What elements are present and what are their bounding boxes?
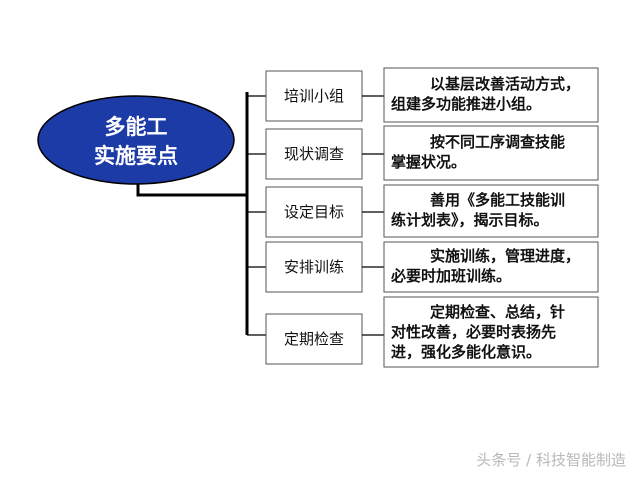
step-box	[265, 313, 363, 365]
step-培训小组: 培训小组 以基层改善活动方式， 组建多功能推进小组。	[247, 67, 599, 123]
step-label: 安排训练	[284, 258, 344, 276]
root-title-line1: 多能工	[105, 115, 168, 139]
desc-box	[383, 241, 599, 293]
desc-box	[383, 184, 599, 238]
desc-box	[383, 125, 599, 181]
desc-line: 实施训练，管理进度，	[430, 247, 580, 265]
watermark: 头条号 / 科技智能制造	[476, 451, 626, 469]
step-label: 培训小组	[284, 87, 344, 105]
root-title-line2: 实施要点	[94, 144, 178, 168]
desc-line: 对性改善，必要时表扬先	[391, 323, 556, 341]
desc-line: 按不同工序调查技能	[430, 133, 565, 151]
root-connector	[136, 180, 247, 197]
step-box	[265, 241, 363, 293]
desc-line: 善用《多能工技能训	[430, 191, 565, 209]
step-现状调查: 现状调查 按不同工序调查技能 掌握状况。	[247, 125, 599, 181]
desc-line: 练计划表》，揭示目标。	[391, 211, 549, 229]
desc-line: 以基层改善活动方式，	[430, 75, 580, 93]
step-box	[265, 128, 363, 180]
desc-line: 组建多功能推进小组。	[391, 95, 541, 113]
desc-box	[383, 296, 599, 368]
desc-box	[383, 67, 599, 123]
step-设定目标: 设定目标 善用《多能工技能训 练计划表》，揭示目标。	[247, 184, 599, 238]
step-安排训练: 安排训练 实施训练，管理进度， 必要时加班训练。	[247, 241, 599, 293]
desc-line: 进，强化多能化意识。	[391, 343, 541, 361]
desc-line: 定期检查、总结，针	[430, 303, 565, 321]
step-box	[265, 70, 363, 122]
root-node: 多能工 实施要点	[37, 95, 235, 185]
step-定期检查: 定期检查 定期检查、总结，针 对性改善，必要时表扬先 进，强化多能化意识。	[247, 296, 599, 368]
step-label: 现状调查	[284, 145, 344, 163]
desc-line: 掌握状况。	[391, 153, 466, 171]
step-box	[265, 186, 363, 238]
step-label: 设定目标	[284, 203, 344, 221]
desc-line: 必要时加班训练。	[390, 267, 511, 285]
step-label: 定期检查	[284, 330, 344, 348]
